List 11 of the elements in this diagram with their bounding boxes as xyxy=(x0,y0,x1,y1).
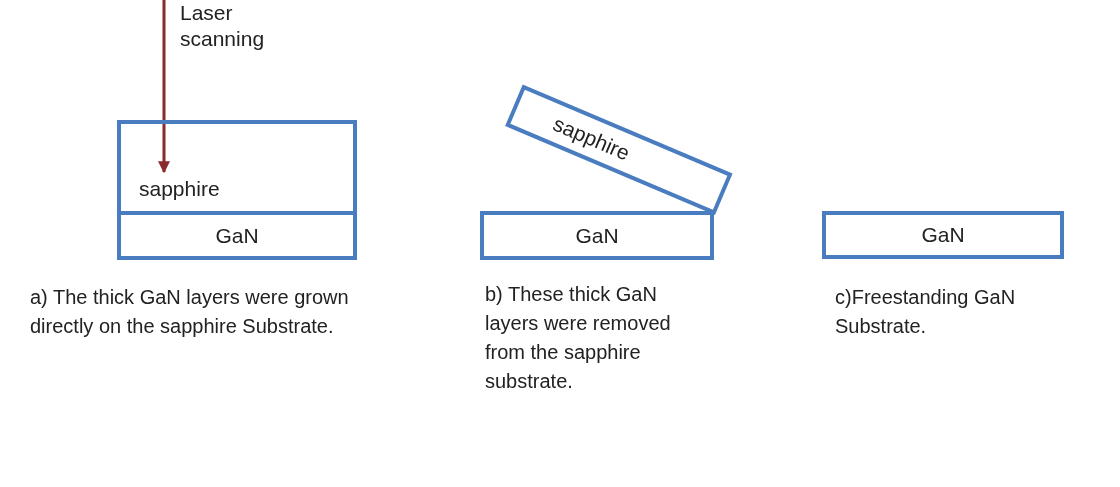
node-caption: c)Freestanding GaN Substrate. xyxy=(835,285,1017,339)
node-caption: a) The thick GaN layers were grown directly on the sapphire Substrate. xyxy=(30,285,350,339)
layer-label: GaN xyxy=(575,223,619,248)
laser-label: Laser scanning xyxy=(180,0,290,53)
layer-box xyxy=(480,211,714,260)
laser-arrow xyxy=(158,0,170,174)
layer-label: GaN xyxy=(215,223,259,248)
node-caption: b) These thick GaN layers were removed from the sapphire substrate. xyxy=(485,282,672,394)
layer-box xyxy=(822,211,1064,259)
layer-label: GaN xyxy=(921,223,965,247)
layer-label: sapphire xyxy=(139,177,220,201)
